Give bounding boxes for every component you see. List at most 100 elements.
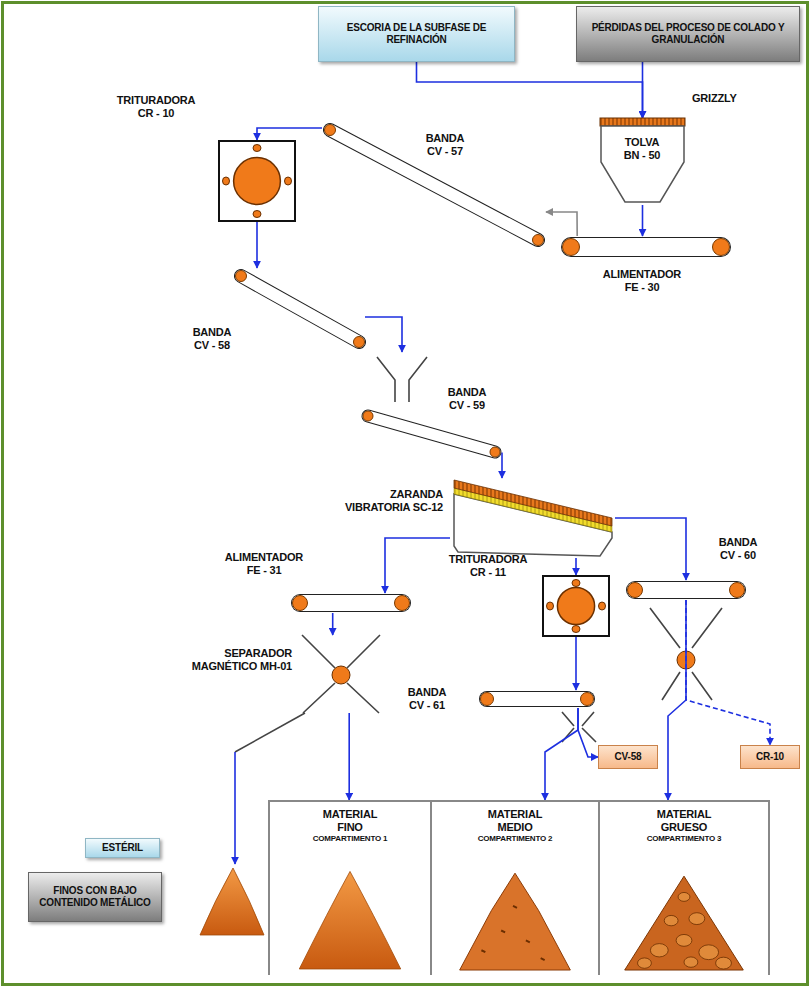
product-box: ESTÉRIL: [85, 838, 160, 858]
drawing-line: [487, 691, 587, 707]
drawing-ellipse: [684, 957, 698, 967]
drawing-ellipse: [650, 944, 668, 957]
belt-conveyor: BANDA CV - 60: [625, 580, 747, 600]
belt-conveyor: BANDA CV - 61: [478, 690, 596, 708]
drawing-path: [454, 480, 612, 526]
belt-conveyor: BANDA CV - 59: [362, 352, 502, 460]
drawing-rect: [600, 118, 685, 126]
flow-connector: [668, 600, 686, 800]
crusher: TRITURADORA CR - 10: [218, 140, 296, 222]
drawing-circle: [395, 596, 410, 611]
equipment-label: ESTÉRIL: [102, 842, 143, 854]
drawing-path: [302, 635, 380, 713]
drawing-ellipse: [699, 945, 719, 960]
sub-label: COMPARTIMENTO 3: [647, 834, 722, 843]
equipment-label: PÉRDIDAS DEL PROCESO DE COLADO Y GRANULA…: [582, 22, 794, 46]
equipment-label: GRIZZLY: [692, 92, 762, 105]
flow-connector: [546, 212, 577, 236]
drawing-circle: [563, 239, 580, 256]
flow-connector: [365, 317, 402, 352]
drawing-circle: [332, 666, 350, 684]
equipment-label: SEPARADOR MAGNÉTICO MH-01: [180, 647, 292, 673]
equipment-label: MATERIAL MEDIO: [476, 808, 554, 834]
equipment-label: MATERIAL GRUESO: [645, 808, 723, 834]
drawing-circle: [713, 239, 730, 256]
source-box: PÉRDIDAS DEL PROCESO DE COLADO Y GRANULA…: [576, 6, 800, 62]
flow-connector: [686, 600, 770, 745]
flow-connector: [578, 708, 598, 757]
flow-connector: [501, 452, 503, 478]
belt-conveyor-shape: [625, 580, 747, 600]
drawing-path: [601, 126, 684, 202]
source-box: ESCORIA DE LA SUBFASE DE REFINACIÓN: [318, 6, 515, 62]
flow-connector: [332, 613, 334, 635]
drawing-circle: [557, 587, 594, 624]
flow-connector: [575, 637, 577, 690]
drawing-ellipse: [547, 602, 554, 610]
equipment-label: MATERIAL FINO: [311, 808, 389, 834]
drawing-line: [571, 238, 721, 256]
feeder-conveyor-shape: [560, 236, 732, 258]
drawing-rect: [219, 141, 295, 221]
product-box: FINOS CON BAJO CONTENIDO METÁLICO: [28, 872, 162, 922]
return-tag: CV-58: [598, 745, 658, 769]
drawing-circle: [730, 583, 745, 598]
equipment-label: BANDA CV - 61: [400, 686, 454, 712]
drawing-circle: [354, 337, 365, 348]
drawing-ellipse: [689, 913, 705, 925]
drawing-path: [625, 876, 744, 970]
hopper-shape: [600, 118, 685, 205]
drawing-line: [300, 595, 402, 611]
drawing-line: [330, 130, 538, 240]
drawing-ellipse: [572, 626, 580, 633]
drawing-circle: [293, 596, 308, 611]
drawing-line: [330, 130, 538, 240]
drawing-circle: [581, 693, 594, 706]
drawing-path: [481, 906, 544, 960]
drawing-line: [241, 276, 359, 342]
magnetic-separator-shape: [300, 635, 382, 713]
magnetic-separator: SEPARADOR MAGNÉTICO MH-01: [300, 635, 382, 713]
drawing-path: [460, 873, 571, 970]
crusher-shape: [542, 575, 610, 637]
sub-label: TOLVA BN - 50: [616, 136, 668, 162]
equipment-label: ESCORIA DE LA SUBFASE DE REFINACIÓN: [324, 22, 509, 46]
drawing-ellipse: [638, 958, 652, 968]
drawing-path: [299, 871, 400, 969]
drawing-path: [454, 488, 612, 532]
feeder-conveyor-shape: [290, 593, 412, 613]
flow-connector: [642, 62, 644, 118]
flow-connector: [348, 713, 350, 800]
drawing-line: [241, 276, 359, 342]
drawing-line: [635, 581, 737, 599]
sub-label: COMPARTIMENTO 1: [313, 834, 388, 843]
drawing-rect: [543, 576, 609, 636]
drawing-ellipse: [285, 177, 292, 185]
flow-connector: [417, 62, 643, 118]
drawing-circle: [481, 693, 494, 706]
drawing-circle: [325, 125, 336, 136]
equipment-label: BANDA CV - 59: [440, 386, 494, 412]
equipment-label: TRITURADORA CR - 11: [442, 553, 534, 579]
drawing-ellipse: [572, 580, 580, 587]
drawing-circle: [628, 583, 643, 598]
drawing-line: [368, 416, 495, 452]
belt-conveyor-shape: [478, 690, 596, 708]
storage-compartment: MATERIAL MEDIOCOMPARTIMENTO 2: [432, 800, 600, 975]
equipment-label: BANDA CV - 60: [711, 536, 765, 562]
feeder-conveyor: ALIMENTADOR FE - 31: [290, 593, 412, 613]
drawing-ellipse: [676, 934, 692, 946]
equipment-label: BANDA CV - 57: [418, 132, 472, 158]
flow-connector: [575, 558, 577, 575]
flow-connector: [642, 205, 644, 236]
drawing-ellipse: [253, 211, 261, 218]
equipment-label: ZARANDA VIBRATORIA SC-12: [328, 488, 443, 514]
storage-compartment: MATERIAL GRUESOCOMPARTIMENTO 3: [600, 800, 770, 975]
drawing-ellipse: [664, 915, 678, 925]
equipment-label: FINOS CON BAJO CONTENIDO METÁLICO: [34, 885, 156, 909]
crusher-shape: [218, 140, 296, 222]
flow-connector: [256, 222, 258, 268]
drawing-line: [368, 416, 495, 452]
flow-connector: [385, 538, 450, 593]
